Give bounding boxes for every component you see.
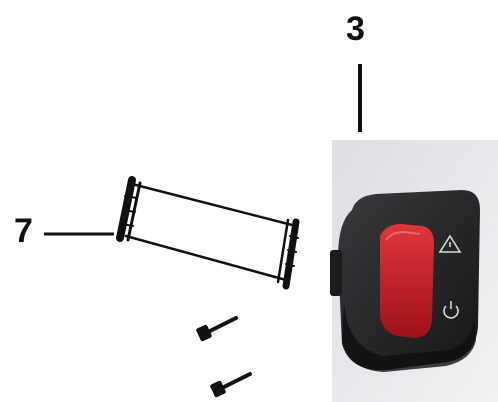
switch-housing xyxy=(330,190,480,372)
callout-number-3: 3 xyxy=(346,12,365,46)
handlebar-sleeve xyxy=(120,180,298,286)
red-push-button xyxy=(380,224,434,338)
screw xyxy=(210,374,250,398)
screw xyxy=(196,318,236,342)
callout-number-7: 7 xyxy=(14,214,33,248)
